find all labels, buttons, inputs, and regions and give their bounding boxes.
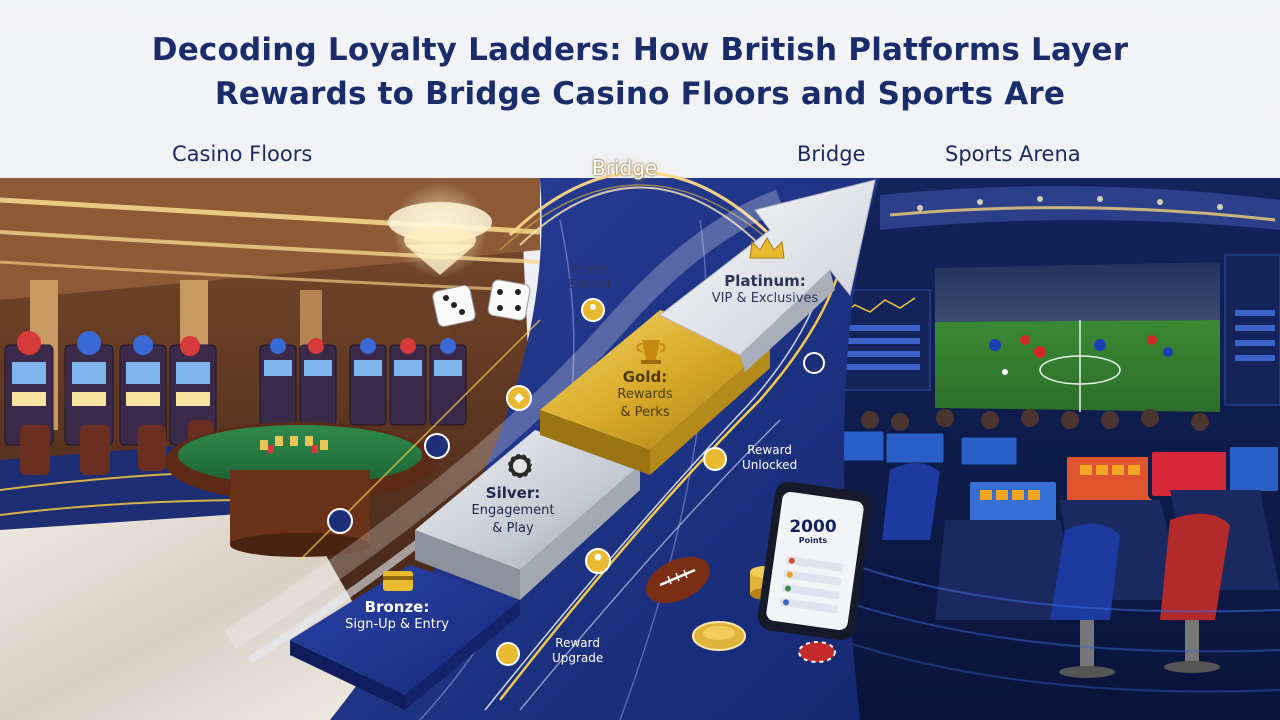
bronze-step (290, 565, 520, 695)
tier-bronze-desc: Sign-Up & Entry (345, 617, 449, 632)
sports-arena-label: Sports Arena (945, 142, 1081, 166)
path-badge-icons (327, 298, 825, 666)
tier-gold-name: Gold: (622, 368, 668, 386)
poker-chip-icon (507, 453, 533, 479)
bridge-arc (499, 171, 781, 251)
phone-points-label: Points (798, 536, 828, 545)
tier-gold: Gold: Rewards & Perks (590, 368, 700, 422)
chandelier-icon (388, 182, 492, 278)
tier-silver-desc-2: & Play (492, 521, 534, 536)
points-earned-line-2: Earned (568, 277, 611, 291)
football-icon (646, 556, 710, 604)
stadium-screen (935, 262, 1220, 412)
card-icon (383, 571, 413, 591)
loyalty-steps (290, 179, 876, 710)
tier-bronze-name: Bronze: (364, 598, 430, 616)
reward-unlocked-callout: Reward Unlocked (742, 443, 797, 473)
reward-unlocked-line-1: Reward (747, 443, 792, 457)
bridge-label: Bridge (797, 142, 866, 166)
silver-step (415, 430, 640, 570)
tier-gold-desc-1: Rewards (617, 387, 673, 402)
sports-arena-area (818, 178, 1280, 720)
dice-icon (432, 279, 531, 327)
bridge-arc-label: Bridge (592, 156, 658, 180)
arena-seats (882, 462, 1230, 678)
tier-silver-name: Silver: (485, 484, 541, 502)
phone-points-value: 2000 (789, 517, 837, 537)
mobile-phone-icon (757, 481, 873, 641)
tier-platinum-name: Platinum: (724, 272, 806, 290)
points-earned-callout: Points Earned (568, 262, 610, 292)
tier-platinum: Platinum: VIP & Exclusives (700, 272, 830, 308)
title-line-2: Rewards to Bridge Casino Floors and Spor… (214, 76, 1066, 112)
reward-unlocked-line-2: Unlocked (742, 458, 798, 472)
trophy-icon (636, 340, 666, 364)
reward-upgrade-callout: Reward Upgrade (552, 636, 603, 666)
slot-machines (4, 331, 467, 446)
crown-icon (749, 237, 785, 259)
casino-floors-label: Casino Floors (172, 142, 313, 166)
tier-bronze: Bronze: Sign-Up & Entry (322, 598, 472, 634)
tier-silver: Silver: Engagement & Play (448, 484, 578, 538)
casino-table (165, 422, 435, 557)
gold-step (540, 310, 770, 450)
tier-gold-desc-2: & Perks (620, 405, 670, 420)
title-line-1: Decoding Loyalty Ladders: How British Pl… (151, 32, 1129, 68)
page-title: Decoding Loyalty Ladders: How British Pl… (0, 28, 1280, 116)
reward-upgrade-line-1: Reward (555, 636, 600, 650)
tier-silver-desc-1: Engagement (471, 503, 555, 518)
tier-platinum-desc: VIP & Exclusives (711, 291, 819, 306)
points-earned-line-1: Points (571, 262, 608, 276)
reward-upgrade-line-2: Upgrade (552, 651, 604, 665)
